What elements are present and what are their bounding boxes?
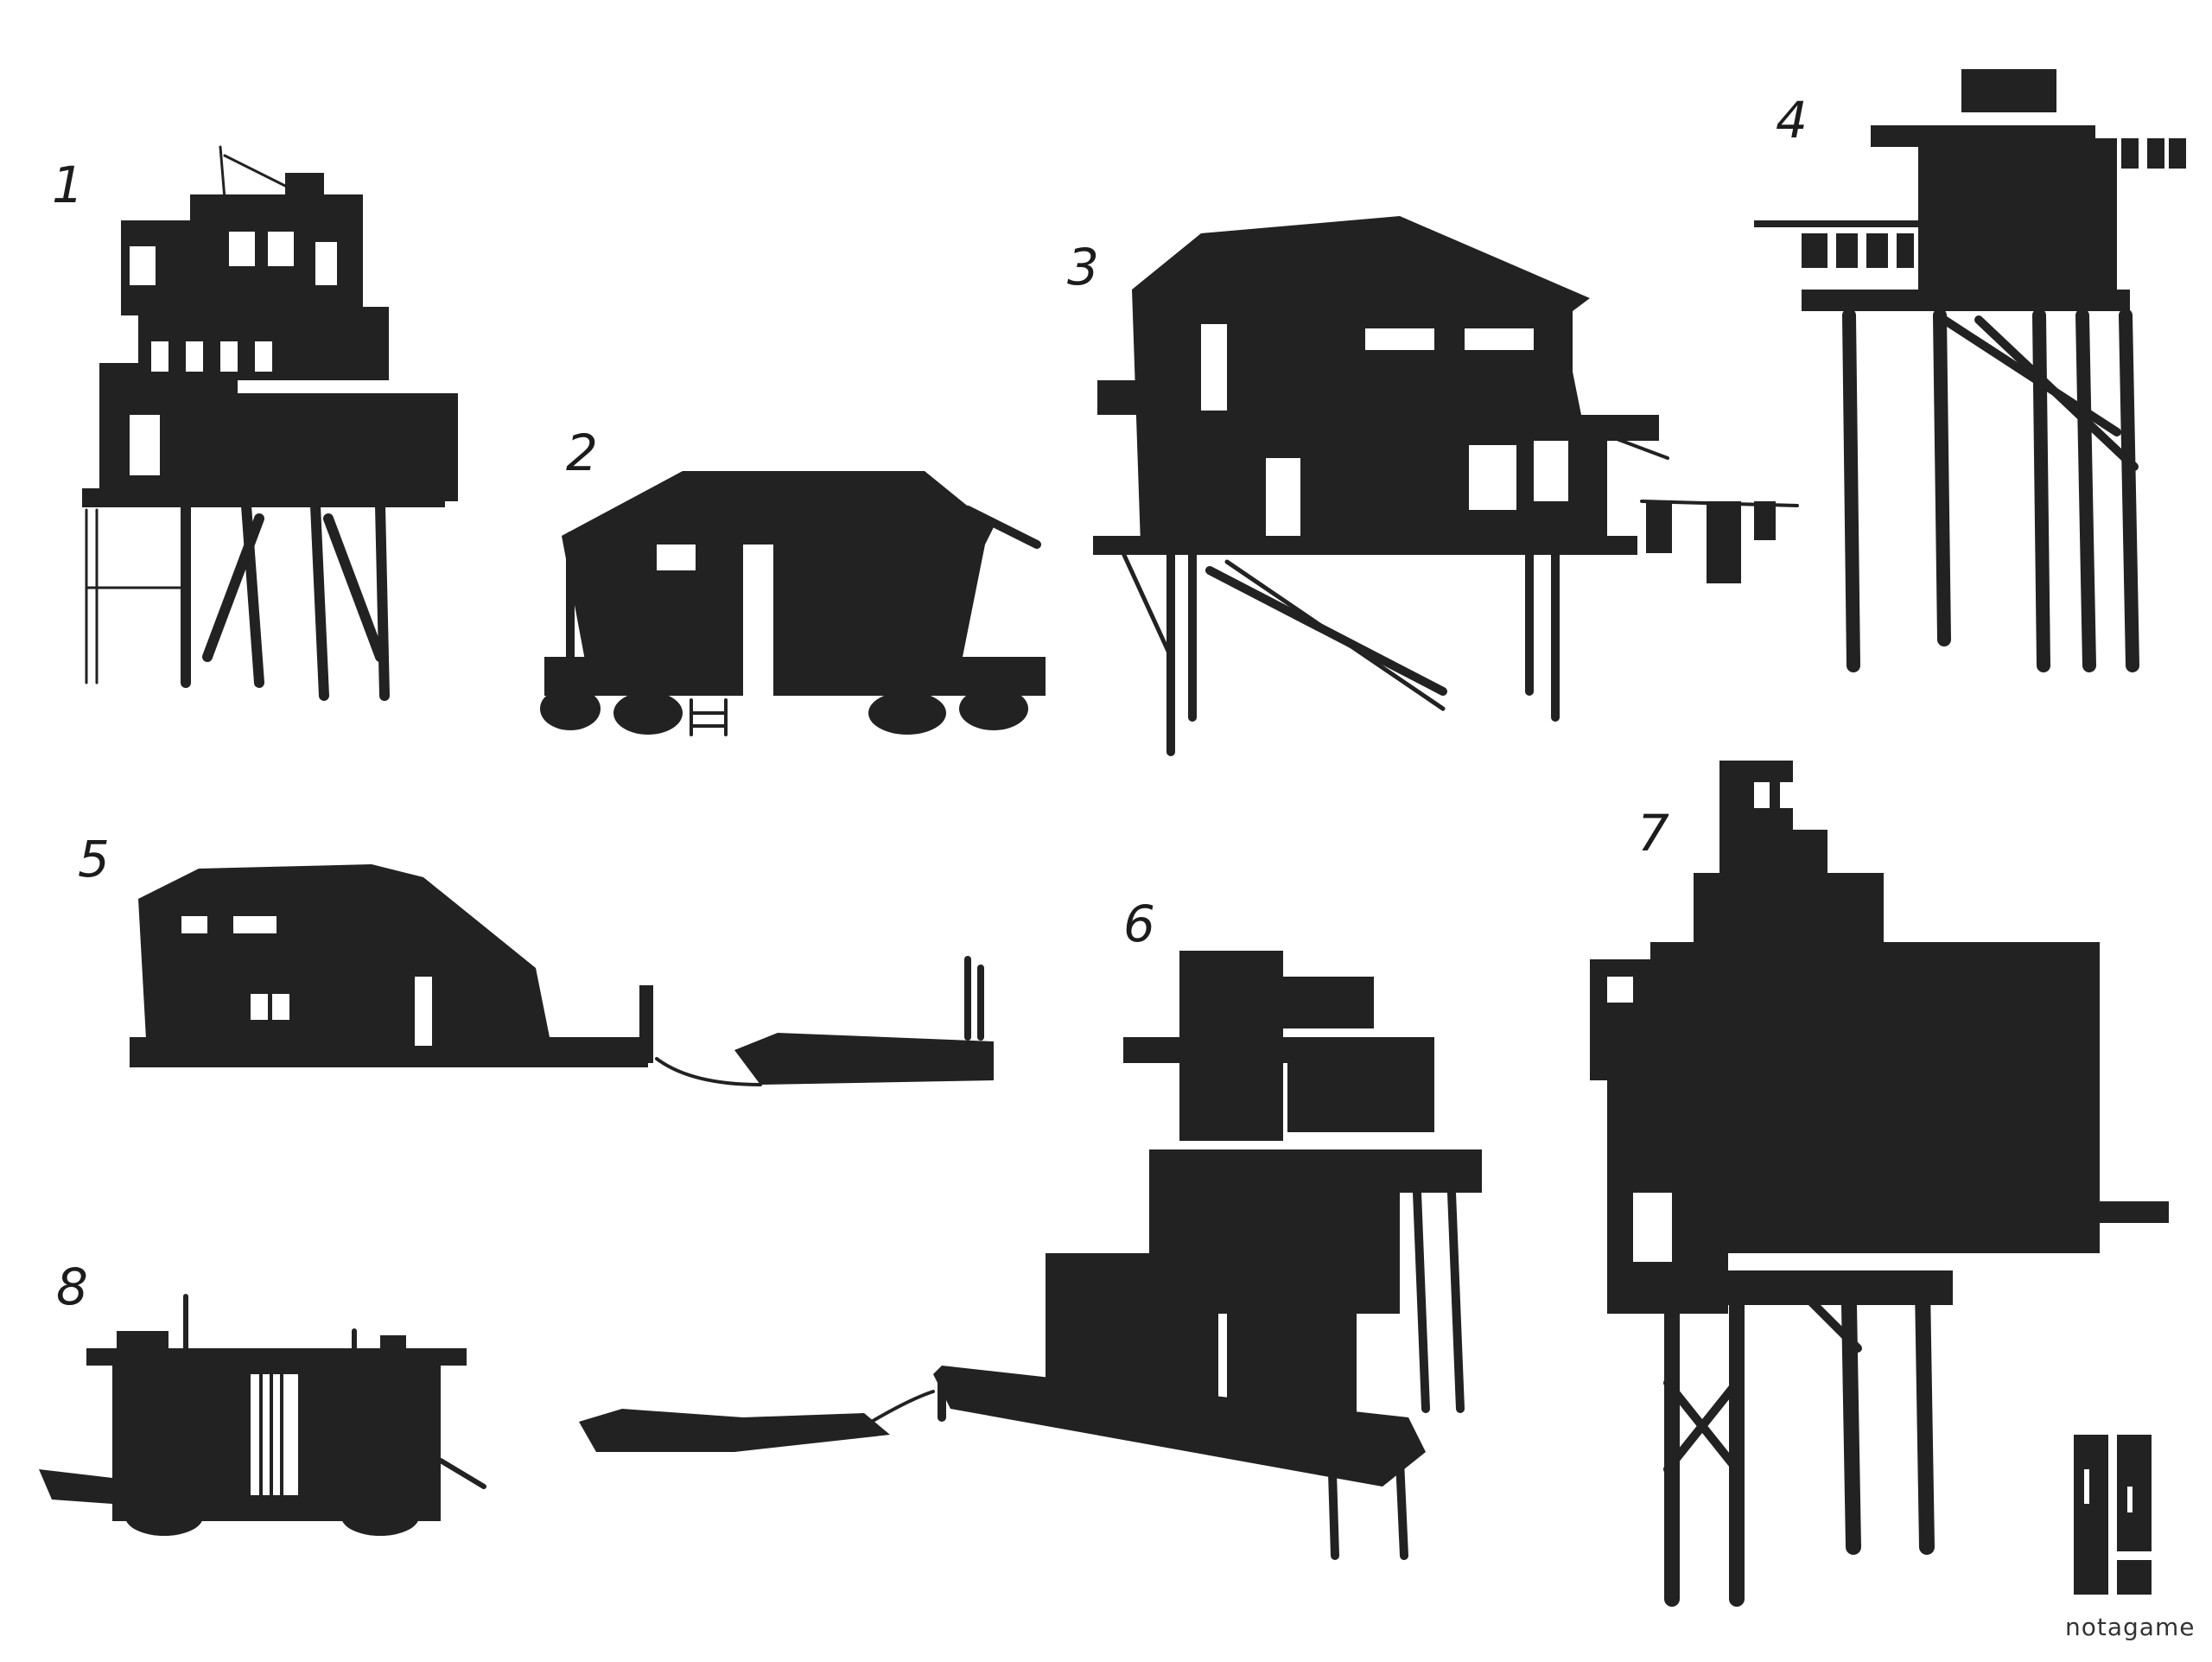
silhouette-5 — [130, 864, 994, 1086]
sketch-number-5: 5 — [78, 830, 110, 888]
sketch-number-3: 3 — [1067, 238, 1099, 296]
sketch-number-6: 6 — [1123, 895, 1155, 953]
silhouette-3 — [1093, 216, 1799, 756]
silhouette-4 — [1754, 69, 2186, 672]
silhouette-7 — [1590, 761, 2169, 1607]
sketch-number-4: 4 — [1776, 91, 1808, 150]
sketch-number-7: 7 — [1637, 804, 1669, 863]
silhouette-6 — [579, 951, 1482, 1560]
silhouette-2 — [540, 471, 1046, 736]
silhouette-1 — [82, 145, 458, 701]
sketch-number-1: 1 — [52, 156, 84, 214]
sketch-number-2: 2 — [566, 423, 598, 482]
silhouette-8 — [39, 1294, 486, 1536]
notagame-logo-icon — [2074, 1435, 2152, 1595]
sketch-number-8: 8 — [56, 1258, 88, 1316]
logo-text: notagame — [2065, 1613, 2196, 1641]
